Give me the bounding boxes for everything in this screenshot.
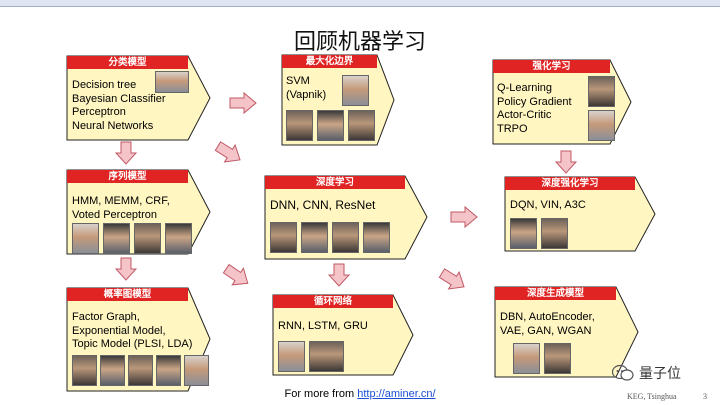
portrait-photo: [348, 110, 375, 141]
card-classification-line-1: Decision tree: [72, 79, 137, 91]
card-classification: 分类模型 Decision tree Bayesian Classifier P…: [66, 55, 211, 141]
arrow-down-icon: [114, 257, 138, 281]
portrait-photo: [100, 355, 125, 386]
brand-mark: 量子位: [612, 363, 681, 383]
portrait-photo: [72, 223, 99, 254]
arrow-down-icon: [327, 263, 351, 287]
top-rule: [0, 6, 720, 7]
portrait-photo: [134, 223, 161, 254]
card-sequence-line-2: Voted Perceptron: [72, 208, 158, 221]
portrait-photo: [165, 223, 192, 254]
portrait-photo: [513, 343, 540, 374]
portrait-photo: [155, 71, 189, 93]
portrait-photo: [363, 222, 390, 253]
card-sequence-line-1: HMM, MEMM, CRF,: [72, 195, 170, 207]
card-recurrent-networks-line-1: RNN, LSTM, GRU: [278, 320, 368, 332]
portrait-photo: [286, 110, 313, 141]
portrait-photo: [156, 355, 181, 386]
arrow-right-icon: [450, 205, 478, 229]
card-sequence-heading: 序列模型: [67, 170, 188, 183]
card-recurrent-networks: 循环网络 RNN, LSTM, GRU: [272, 294, 414, 376]
card-deep-learning: 深度学习 DNN, CNN, ResNet: [264, 175, 428, 260]
card-max-margin-line-1: SVM: [286, 75, 310, 87]
card-reinforcement-line-2: Policy Gradient: [497, 95, 572, 108]
aminer-link[interactable]: http://aminer.cn/: [357, 388, 436, 400]
footer-prefix: For more from: [284, 388, 358, 400]
arrow-down-icon: [554, 150, 578, 174]
arrow-right-icon: [229, 91, 257, 115]
footer-note: For more from http://aminer.cn/: [0, 388, 720, 400]
portrait-photo: [278, 341, 305, 372]
card-max-margin-line-2: (Vapnik): [286, 88, 327, 101]
portrait-photo: [317, 110, 344, 141]
portrait-photo: [128, 355, 153, 386]
card-deep-learning-line-1: DNN, CNN, ResNet: [270, 198, 376, 212]
card-reinforcement-line-4: TRPO: [497, 122, 528, 135]
portrait-photo: [332, 222, 359, 253]
card-classification-line-2: Bayesian Classifier: [72, 92, 166, 105]
portrait-photo: [541, 218, 568, 249]
arrow-diagonal-icon: [214, 141, 241, 163]
page-number: 3: [703, 392, 707, 401]
portrait-photo: [184, 355, 209, 386]
portrait-photo: [588, 76, 615, 107]
portrait-photo: [72, 355, 97, 386]
portrait-photo: [270, 222, 297, 253]
portrait-photo: [342, 75, 369, 106]
card-generative-models-line-2: VAE, GAN, WGAN: [500, 324, 592, 337]
card-max-margin-heading: 最大化边界: [282, 55, 377, 68]
arrow-down-icon: [114, 141, 138, 165]
card-graphical-models: 概率图模型 Factor Graph, Exponential Model, T…: [66, 287, 211, 392]
card-reinforcement-line-1: Q-Learning: [497, 82, 553, 94]
portrait-photo: [544, 343, 571, 374]
card-graphical-models-line-3: Topic Model (PLSI, LDA): [72, 338, 193, 350]
card-generative-models-heading: 深度生成模型: [495, 287, 616, 300]
arrow-diagonal-icon: [222, 263, 249, 286]
slide-title: 回顾机器学习: [293, 29, 426, 54]
brand-text: 量子位: [639, 365, 681, 381]
card-deep-rl-heading: 深度强化学习: [505, 177, 635, 190]
card-generative-models-line-1: DBN, AutoEncoder,: [500, 311, 595, 323]
card-reinforcement-heading: 强化学习: [493, 60, 610, 73]
chat-bubble-icon: [612, 364, 634, 381]
card-classification-line-3: Perceptron: [72, 106, 126, 118]
arrow-diagonal-icon: [438, 268, 465, 290]
portrait-photo: [510, 218, 537, 249]
portrait-photo: [301, 222, 328, 253]
card-classification-line-4: Neural Networks: [72, 119, 154, 132]
card-deep-learning-heading: 深度学习: [265, 176, 405, 189]
card-reinforcement-line-3: Actor-Critic: [497, 109, 552, 121]
card-reinforcement: 强化学习 Q-Learning Policy Gradient Actor-Cr…: [492, 59, 632, 145]
card-graphical-models-line-2: Exponential Model,: [72, 324, 166, 337]
card-max-margin: 最大化边界 SVM (Vapnik): [281, 54, 395, 146]
card-deep-rl: 深度强化学习 DQN, VIN, A3C: [504, 176, 656, 252]
portrait-photo: [103, 223, 130, 254]
card-deep-rl-line-1: DQN, VIN, A3C: [510, 199, 586, 211]
card-graphical-models-line-1: Factor Graph,: [72, 311, 140, 323]
affiliation: KEG, Tsinghua: [627, 392, 677, 401]
card-graphical-models-heading: 概率图模型: [67, 288, 188, 301]
card-recurrent-networks-heading: 循环网络: [273, 295, 393, 308]
card-sequence: 序列模型 HMM, MEMM, CRF, Voted Perceptron: [66, 169, 211, 255]
top-band: [0, 0, 720, 6]
card-classification-heading: 分类模型: [67, 56, 188, 69]
portrait-photo: [309, 341, 344, 372]
card-generative-models: 深度生成模型 DBN, AutoEncoder, VAE, GAN, WGAN: [494, 286, 639, 378]
portrait-photo: [588, 110, 615, 141]
